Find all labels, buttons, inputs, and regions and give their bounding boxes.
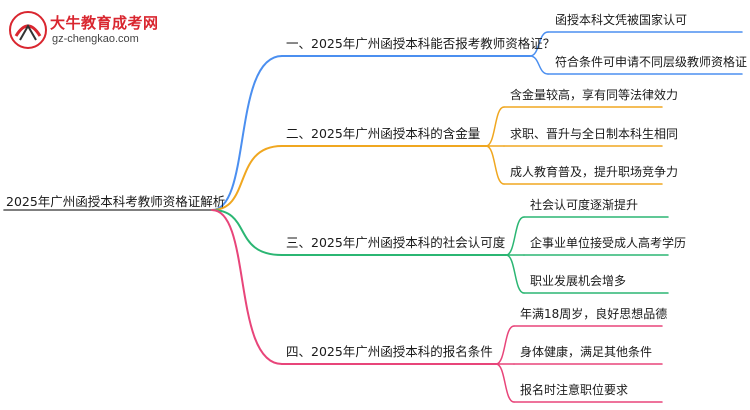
branch-4-label: 四、2025年广州函授本科的报名条件 (286, 344, 493, 359)
root-topic: 2025年广州函授本科考教师资格证解析 (6, 194, 226, 209)
leaf-3-3: 职业发展机会增多 (530, 274, 627, 288)
leaf-4-3: 报名时注意职位要求 (520, 383, 629, 397)
leaf-2-3: 成人教育普及，提升职场竞争力 (510, 165, 679, 179)
leaf-3-2: 企事业单位接受成人高考学历 (530, 236, 687, 250)
leaf-2-3-curve (485, 145, 505, 185)
logo-badge-icon (9, 11, 47, 49)
branch-1-curve (211, 55, 283, 211)
logo-title: 大牛教育成考网 (50, 14, 159, 32)
leaf-4-3-curve (495, 363, 515, 403)
leaf-1-1-curve (529, 31, 549, 57)
site-logo[interactable]: 大牛教育成考网 gz-chengkao.com (8, 10, 178, 52)
leaf-3-1: 社会认可度逐渐提升 (530, 198, 639, 212)
branch-3-label: 三、2025年广州函授本科的社会认可度 (286, 235, 506, 250)
leaf-3-3-curve (505, 254, 525, 294)
leaf-1-1: 函授本科文凭被国家认可 (555, 13, 688, 27)
leaf-4-1-curve (495, 325, 515, 365)
branch-2-label: 二、2025年广州函授本科的含金量 (286, 126, 481, 141)
logo-domain: gz-chengkao.com (52, 33, 139, 45)
leaf-3-1-curve (505, 216, 525, 256)
branch-1-label: 一、2025年广州函授本科能否报考教师资格证？ (286, 36, 556, 51)
leaf-4-1: 年满18周岁，良好思想品德 (520, 307, 668, 321)
branch-4-curve (211, 209, 283, 365)
leaf-4-2: 身体健康，满足其他条件 (520, 345, 653, 359)
leaf-2-1-curve (485, 106, 505, 147)
leaf-2-2: 求职、晋升与全日制本科生相同 (510, 127, 679, 141)
leaf-2-1: 含金量较高，享有同等法律效力 (510, 88, 679, 102)
leaf-1-2-curve (529, 55, 549, 75)
leaf-1-2: 符合条件可申请不同层级教师资格证 (555, 55, 748, 69)
branch-3-curve (211, 209, 283, 256)
branch-2-curve (211, 145, 283, 211)
